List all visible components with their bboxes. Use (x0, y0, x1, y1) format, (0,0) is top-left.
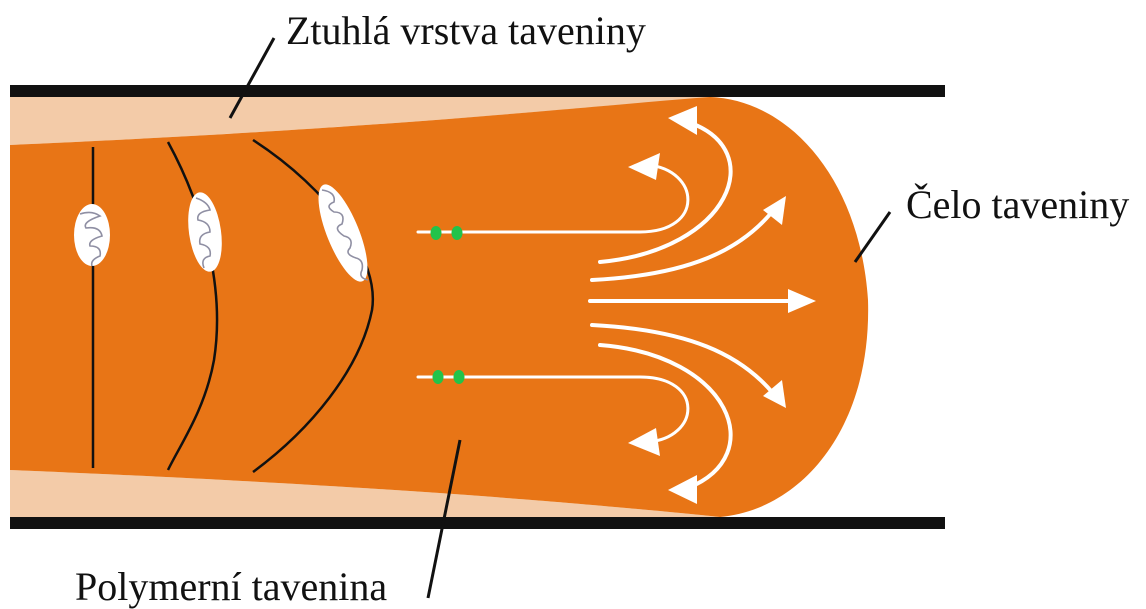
polymer-melt-body (10, 97, 868, 517)
tracer-dot (433, 370, 444, 384)
leader-melt-front (855, 212, 890, 262)
label-polymer-melt: Polymerní tavenina (75, 564, 387, 609)
label-melt-front: Čelo taveniny (906, 182, 1129, 227)
molecule-coil-1 (74, 204, 110, 266)
channel-wall-top (10, 85, 945, 97)
tracer-dot (452, 226, 463, 240)
tracer-dot (454, 370, 465, 384)
label-frozen-layer: Ztuhlá vrstva taveniny (286, 8, 646, 53)
channel-wall-bottom (10, 517, 945, 529)
tracer-dot (431, 226, 442, 240)
